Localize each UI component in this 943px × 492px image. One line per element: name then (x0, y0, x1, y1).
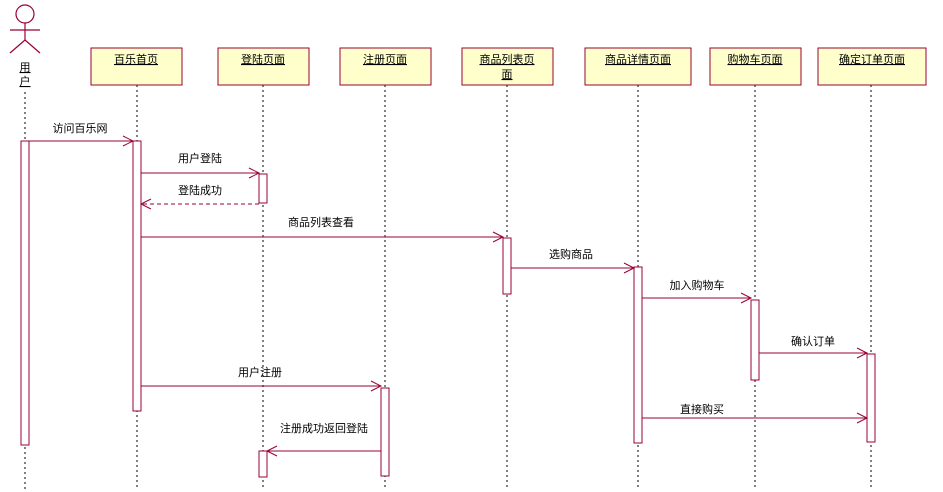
message-label: 选购商品 (549, 247, 593, 261)
lifeline-box-register: 注册页面 (339, 47, 432, 86)
message-register-success: 注册成功返回登陆 (265, 421, 381, 457)
message-label: 加入购物车 (670, 278, 725, 292)
activation-detail (633, 266, 643, 444)
lifeline-box-order: 确定订单页面 (817, 47, 927, 86)
lifeline-label-order: 确定订单页面 (839, 52, 905, 66)
lifeline-label-login: 登陆页面 (241, 52, 285, 66)
message-buy-now: 直接购买 (642, 402, 869, 424)
activation-login-2 (258, 450, 268, 478)
lifeline-label-cart: 购物车页面 (728, 52, 783, 66)
lifeline-box-detail: 商品详情页面 (584, 47, 692, 86)
message-label: 用户登陆 (178, 151, 222, 165)
lifeline-label-home: 百乐首页 (114, 52, 158, 66)
message-label: 注册成功返回登陆 (280, 421, 368, 435)
message-label: 商品列表查看 (288, 215, 354, 229)
lifeline-label-list-line1: 商品列表页 (480, 52, 535, 66)
message-login-success: 登陆成功 (139, 183, 259, 210)
message-login: 用户登陆 (141, 151, 261, 179)
lifeline-label-detail: 商品详情页面 (605, 52, 671, 66)
message-label: 访问百乐网 (53, 122, 108, 135)
actor-right-leg (24, 39, 41, 54)
message-label: 登陆成功 (178, 183, 222, 197)
lifeline-box-list: 商品列表页 面 (461, 47, 554, 86)
activation-order (866, 353, 876, 443)
lifeline-box-home: 百乐首页 (90, 47, 183, 86)
activation-user (20, 140, 30, 446)
actor-user: 用 户 (9, 4, 41, 88)
lifeline-label-list-line2: 面 (502, 68, 513, 81)
message-select-product: 选购商品 (511, 247, 636, 274)
actor-left-leg (9, 39, 26, 54)
message-visit: 访问百乐网 (29, 122, 135, 147)
message-label: 确认订单 (791, 335, 835, 348)
message-view-list: 商品列表查看 (141, 215, 505, 243)
activation-list (502, 237, 512, 295)
activation-cart (750, 299, 760, 381)
lifeline-box-login: 登陆页面 (217, 47, 310, 86)
activation-register (380, 387, 390, 477)
actor-label-line1: 用 (20, 61, 31, 74)
message-add-to-cart: 加入购物车 (642, 278, 753, 304)
actor-head (15, 4, 35, 24)
activation-login-1 (258, 173, 268, 204)
message-label: 直接购买 (680, 402, 724, 416)
message-confirm-order: 确认订单 (759, 335, 869, 359)
message-label: 用户注册 (238, 365, 282, 379)
lifeline-label-register: 注册页面 (363, 52, 407, 66)
message-register: 用户注册 (141, 365, 383, 392)
lifeline-box-cart: 购物车页面 (709, 47, 802, 86)
activation-home (132, 140, 142, 412)
actor-label-line2: 户 (20, 74, 31, 88)
